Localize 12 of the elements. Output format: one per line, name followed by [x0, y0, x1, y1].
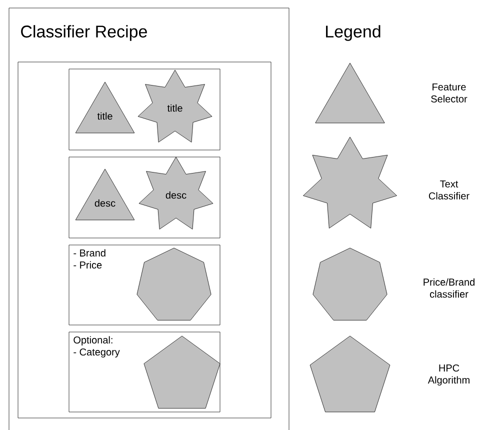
- legend-entry: Text Classifier: [303, 136, 470, 228]
- heptagon-shape: [136, 248, 212, 320]
- legend-entry: Price/Brand classifier: [312, 248, 474, 320]
- group-box: [18, 62, 272, 418]
- pentagon-shape: [144, 336, 220, 409]
- group-box: [68, 156, 220, 238]
- group-box: Optional: - Category: [68, 332, 220, 412]
- heading: Legend: [326, 25, 380, 41]
- group-box: - Brand - Price: [68, 244, 220, 326]
- group-box: [68, 68, 220, 150]
- legend-entry: Feature Selector: [315, 62, 468, 124]
- legend-entry: HPC Algorithm: [310, 336, 470, 412]
